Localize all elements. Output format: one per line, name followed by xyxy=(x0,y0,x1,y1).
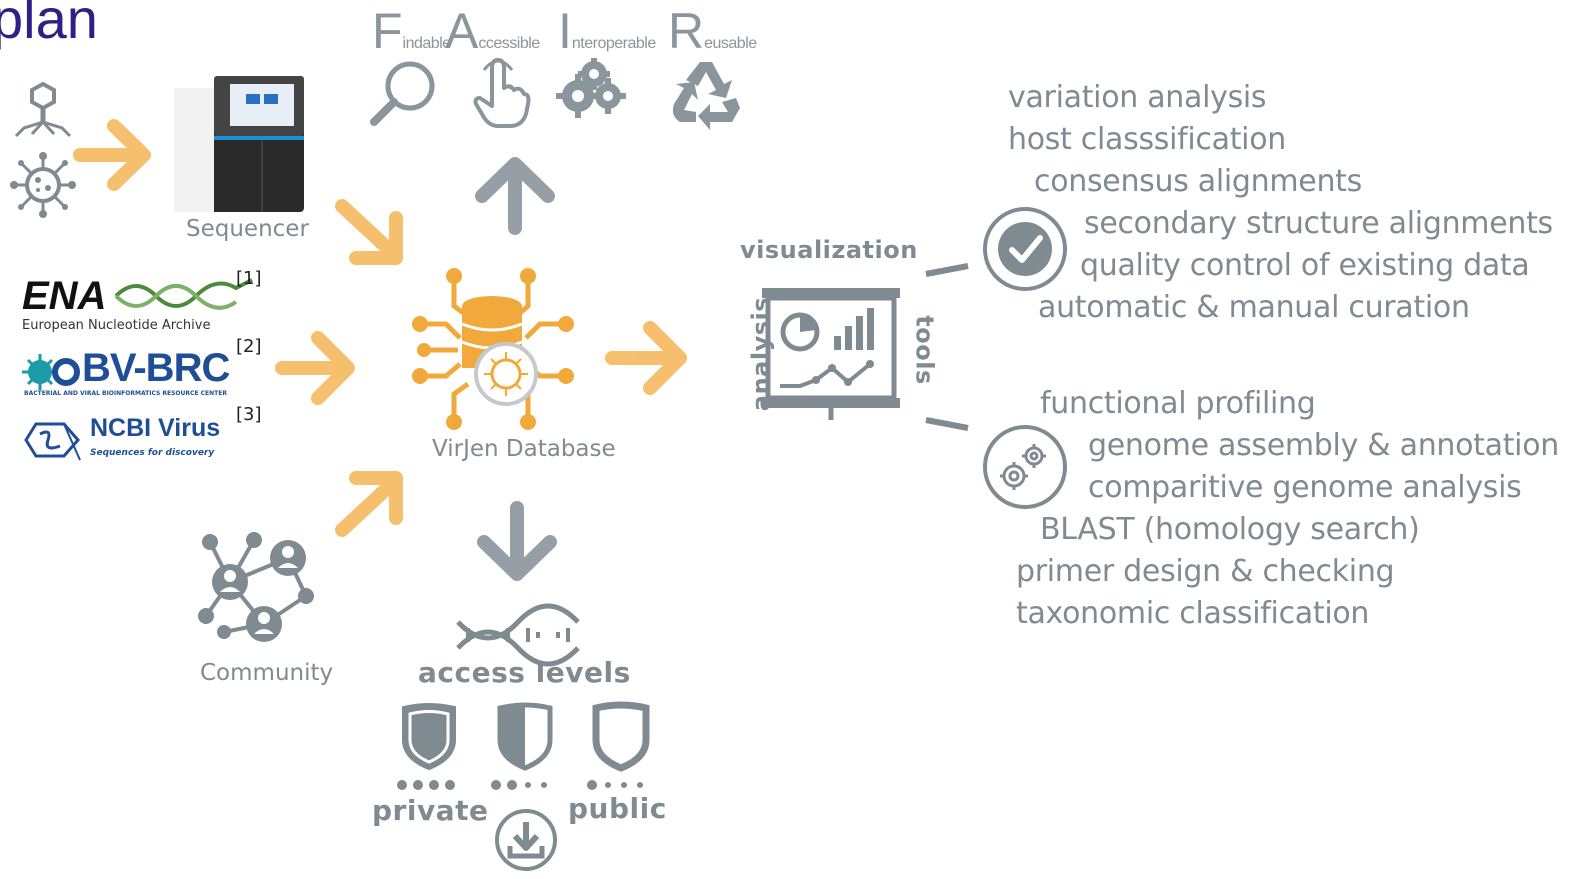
dna-icon xyxy=(456,603,580,667)
database-label: VirJen Database xyxy=(432,436,616,462)
feature-item: secondary structure alignments xyxy=(1084,206,1553,241)
checkmark-circle-icon xyxy=(983,207,1067,291)
feature-item: host classsification xyxy=(1008,122,1286,157)
connector-line xyxy=(925,417,969,431)
dots-four-filled xyxy=(397,780,455,790)
presentation-board-icon xyxy=(762,288,900,420)
feature-item: functional profiling xyxy=(1040,386,1316,421)
access-public-label: public xyxy=(568,792,667,825)
ena-subtitle: European Nucleotide Archive xyxy=(22,318,211,333)
fair-accessible: Accessible xyxy=(445,3,540,59)
feature-item: BLAST (homology search) xyxy=(1040,512,1420,547)
arrow-down-right-icon xyxy=(335,199,403,265)
recycle-icon xyxy=(672,62,740,130)
access-private-label: private xyxy=(372,794,489,827)
ref-3: [3] xyxy=(236,404,262,425)
bvbrc-logo: BV-BRC BACTERIAL AND VIRAL BIOINFORMATIC… xyxy=(22,346,252,400)
ncbi-subtitle: Sequences for discovery xyxy=(90,448,215,458)
fair-reusable: Reusable xyxy=(668,3,757,59)
arrow-up-right-icon xyxy=(335,471,403,537)
connector-line xyxy=(925,263,969,277)
arrow-down-icon xyxy=(477,501,557,581)
shield-half-icon xyxy=(497,702,553,771)
pointer-hand-icon xyxy=(473,58,531,128)
community-label: Community xyxy=(200,660,334,686)
arrow-right-icon xyxy=(73,119,151,191)
ena-logo: ENA European Nucleotide Archive xyxy=(22,274,262,334)
gears-icon xyxy=(556,58,626,118)
arrow-right-icon xyxy=(605,321,687,395)
database-circuit-icon xyxy=(412,268,574,430)
feature-item: quality control of existing data xyxy=(1080,248,1530,283)
bvbrc-subtitle: BACTERIAL AND VIRAL BIOINFORMATICS RESOU… xyxy=(24,390,227,397)
community-network-icon xyxy=(198,532,314,642)
feature-item: taxonomic classification xyxy=(1016,596,1370,631)
board-tools-label: tools xyxy=(910,315,939,385)
feature-item: primer design & checking xyxy=(1016,554,1395,589)
ncbi-logo-text: NCBI Virus xyxy=(90,414,221,442)
download-icon xyxy=(495,809,557,871)
bacteriophage-icon xyxy=(14,81,72,138)
feature-item: comparitive genome analysis xyxy=(1088,470,1522,505)
sequencer-label: Sequencer xyxy=(186,216,309,242)
dots-two-filled xyxy=(491,780,547,790)
feature-item: consensus alignments xyxy=(1034,164,1362,199)
ref-1: [1] xyxy=(236,268,262,289)
shield-outline-icon xyxy=(592,701,650,772)
virus-icon xyxy=(10,152,76,218)
feature-item: automatic & manual curation xyxy=(1038,290,1470,325)
page-title: plan xyxy=(0,0,98,50)
fair-interoperable: Interoperable xyxy=(558,3,656,59)
ncbi-hexagon-icon xyxy=(24,422,81,461)
bvbrc-logo-text: BV-BRC xyxy=(82,346,230,390)
gears-circle-icon xyxy=(983,425,1067,509)
bacterium-icon xyxy=(22,354,80,390)
ena-logo-text: ENA xyxy=(22,274,107,318)
fair-findable: Findable xyxy=(372,3,451,59)
shield-filled-icon xyxy=(402,703,456,771)
feature-item: genome assembly & annotation xyxy=(1088,428,1559,463)
ref-2: [2] xyxy=(236,336,262,357)
board-visualization-label: visualization xyxy=(740,236,918,264)
feature-item: variation analysis xyxy=(1008,80,1267,115)
access-levels-title: access levels xyxy=(418,656,631,689)
arrow-right-icon xyxy=(275,331,355,405)
ncbi-virus-logo: NCBI Virus Sequences for discovery xyxy=(24,414,234,464)
sequencer-machine-icon xyxy=(174,76,304,212)
dots-one-filled xyxy=(587,780,643,790)
arrow-up-icon xyxy=(475,157,555,235)
magnifier-icon xyxy=(370,61,435,126)
dna-helix-icon xyxy=(114,278,253,310)
